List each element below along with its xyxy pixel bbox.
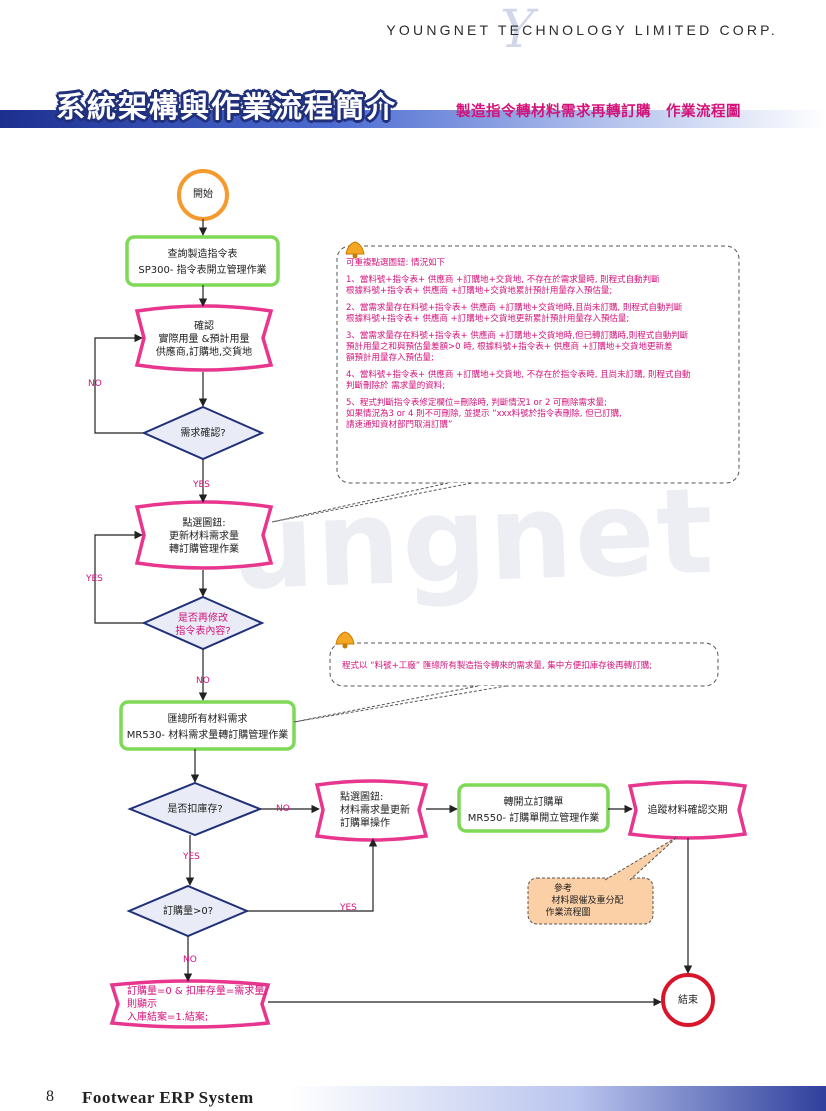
zero-node-shape (109, 979, 271, 1029)
modify-decision-line1: 是否再修改 (178, 613, 228, 624)
reference-line2: 材料跟催及重分配 (551, 896, 624, 906)
page-subtitle: 製造指令轉材料需求再轉訂購 作業流程圖 (456, 104, 741, 120)
reference-node-shape (527, 877, 654, 925)
summary-node-line2: MR530- 材料需求量轉訂購管理作業 (126, 730, 289, 741)
note1-line: 根據料號+指令表+ 供應商 +訂購地+交貨地更新累計預計用量存入預估量; (346, 314, 630, 324)
modify-decision-line2: 指令表內容? (175, 626, 231, 637)
note2-text: 程式以 “料號+工廠” 匯總所有製造指令轉來的需求量, 集中方便扣庫存後再轉訂購… (342, 661, 653, 671)
select-node-line1: 點選圖鈕: (182, 518, 226, 529)
page-title: 系統架構與作業流程簡介 (56, 90, 398, 124)
confirm-node-shape (134, 304, 274, 372)
reference-line3: 作業流程圖 (545, 908, 591, 918)
footer-band (0, 1086, 826, 1111)
zero-node-line1: 訂購量=0 & 扣庫存量=需求量, (127, 986, 268, 997)
select-node-line3: 轉訂購管理作業 (169, 544, 239, 555)
query-node-line2: SP300- 指令表開立管理作業 (138, 265, 267, 276)
zero-node-line2: 則顯示 (127, 999, 157, 1010)
query-node-line1: 查詢製造指令表 (167, 249, 238, 260)
page-number: 8 (46, 1088, 54, 1105)
stock-decision-shape (127, 781, 263, 837)
company-name: YOUNGNET TECHNOLOGY LIMITED CORP. (386, 22, 778, 38)
edge-label-yes: YES (193, 480, 210, 490)
update-node-line2: 材料需求量更新 (340, 805, 410, 816)
note1-line: 4、當料號+指令表+ 供應商 +訂購地+交貨地, 不存在於指令表時, 且尚未訂購… (346, 370, 691, 380)
note1-pointer (271, 482, 473, 523)
note1-line: 額預計用量存入預估量; (346, 353, 434, 363)
note1-line: 預計用量之和與預估量差額>0 時, 根據料號+指令表+ 供應商 +訂購地+交貨地… (346, 342, 673, 352)
confirm-node-line1: 確認 (194, 321, 214, 332)
edge-label-no: NO (88, 379, 102, 389)
select-node-shape (134, 500, 274, 570)
note2-pointer (293, 685, 507, 723)
confirm-node-line2: 實際用量 &預計用量 (158, 334, 250, 345)
zero-node-line3: 入庫結案=1.結案; (127, 1012, 209, 1023)
edge-label-yes: YES (183, 852, 200, 862)
edge-label-yes: YES (86, 574, 103, 584)
note1-box (336, 245, 740, 484)
title-band (0, 110, 826, 128)
bell-icon (345, 241, 365, 259)
end-node-shape (661, 973, 715, 1027)
order-node-shape (457, 783, 610, 833)
note1-line: 1、當料號+指令表+ 供應商 +訂購地+交貨地, 不存在於需求量時, 則程式自動… (346, 275, 660, 285)
query-node-shape (125, 235, 280, 287)
note1-line: 3、當需求量存在料號+指令表+ 供應商 +訂購地+交貨地時,但已轉訂購時,則程式… (346, 331, 689, 341)
footer-title: Footwear ERP System (82, 1088, 254, 1107)
note1-line: 5、程式判斷指令表修定欄位=刪除時, 判斷情況1 or 2 可刪除需求量; (346, 398, 607, 408)
logo-mark: Y (500, 0, 535, 60)
update-node-line1: 點選圖鈕: (340, 792, 384, 803)
reference-pointer (604, 836, 678, 881)
confirm-node-line3: 供應商,訂購地,交貨地 (155, 347, 253, 358)
edge-label-no: NO (196, 676, 210, 686)
note2-box (329, 642, 719, 687)
demand-decision-label: 需求確認? (180, 428, 226, 439)
order-node-line2: MR550- 訂購單開立管理作業 (467, 813, 600, 824)
bell-icon (335, 631, 355, 649)
note1-line: 2、當需求量存在料號+指令表+ 供應商 +訂購地+交貨地時,且尚未訂購, 則程式… (346, 303, 683, 313)
update-node-shape (314, 779, 429, 842)
stock-decision-label: 是否扣庫存? (167, 804, 223, 815)
note1-line: 請速通知資材部門取消訂購” (346, 420, 453, 430)
summary-node-shape (119, 700, 296, 751)
edge-label-no: NO (183, 955, 197, 965)
edge-label-no: NO (276, 804, 290, 814)
summary-node-line1: 匯總所有材料需求 (167, 714, 248, 725)
note1-line: 可重複點選圖鈕: 情況如下 (346, 258, 446, 268)
update-node-line3: 訂購單操作 (340, 818, 390, 829)
qty-decision-label: 訂購量>0? (162, 906, 214, 917)
end-node-label: 結束 (678, 995, 698, 1006)
order-node-line1: 轉開立訂購單 (503, 797, 564, 808)
reference-line1: 參考 (553, 884, 572, 894)
track-node-shape (627, 780, 748, 840)
edge-modify-yes-loop (94, 530, 144, 624)
start-node-label: 開始 (193, 189, 213, 200)
edge-demand-no-loop (94, 333, 144, 434)
note1-line: 判斷刪除於 需求量的資料; (346, 381, 446, 391)
edge-label-yes: YES (340, 903, 357, 913)
note1-line: 根據料號+指令表+ 供應商 +訂購地+交貨地累計預計用量存入預估量; (346, 286, 613, 296)
select-node-line2: 更新材料需求量 (169, 531, 239, 542)
edge-qty-yes-update (247, 838, 378, 912)
track-node-label: 追蹤材料確認交期 (647, 805, 728, 816)
note1-line: 如果情況為3 or 4 則不可刪除, 並提示 “xxx料號於指令表刪除, 但已訂… (346, 409, 622, 419)
